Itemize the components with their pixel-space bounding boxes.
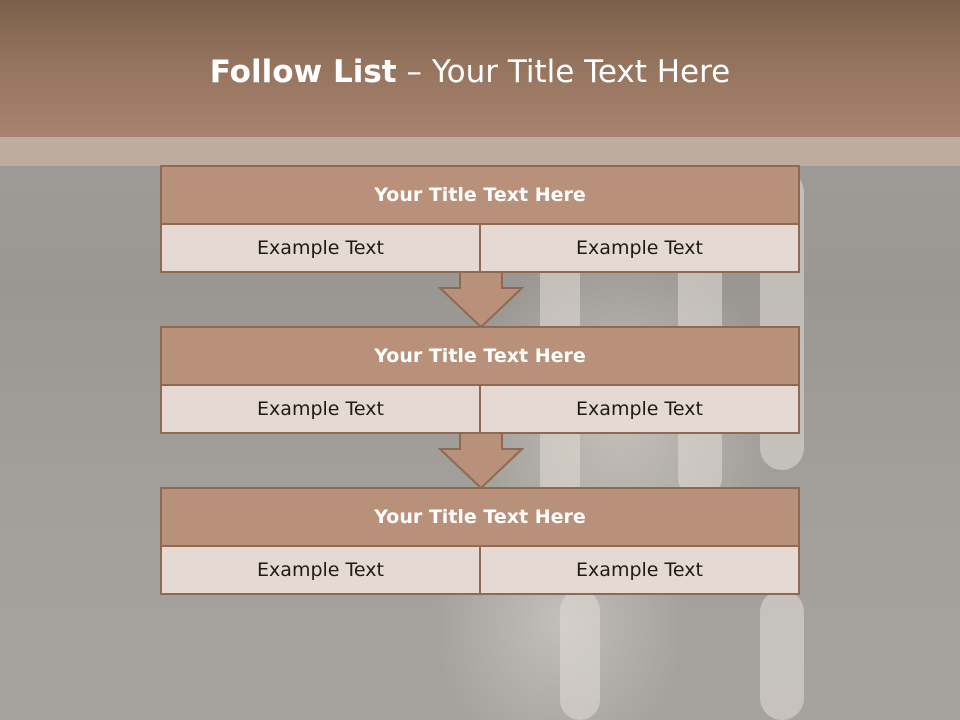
step-row: Example Text Example Text <box>162 547 798 593</box>
down-arrow-icon <box>438 271 524 329</box>
step-block: Your Title Text Here Example Text Exampl… <box>160 326 800 434</box>
step-title: Your Title Text Here <box>162 167 798 225</box>
step-cell-left: Example Text <box>257 398 384 420</box>
step-cell-left: Example Text <box>257 237 384 259</box>
slide-title-rest: – Your Title Text Here <box>396 54 731 90</box>
step-cell-right: Example Text <box>479 547 798 593</box>
step-cell-left: Example Text <box>257 559 384 581</box>
step-block: Your Title Text Here Example Text Exampl… <box>160 165 800 273</box>
background-streak <box>760 590 804 720</box>
step-block: Your Title Text Here Example Text Exampl… <box>160 487 800 595</box>
slide-header: Follow List – Your Title Text Here <box>0 0 960 137</box>
step-cell-right: Example Text <box>479 386 798 432</box>
step-title: Your Title Text Here <box>162 328 798 386</box>
step-cell-right: Example Text <box>479 225 798 271</box>
slide-title: Follow List – Your Title Text Here <box>0 54 940 90</box>
background-band <box>0 136 960 166</box>
slide-title-bold: Follow List <box>209 54 397 90</box>
step-row: Example Text Example Text <box>162 225 798 271</box>
down-arrow-icon <box>438 432 524 490</box>
step-title: Your Title Text Here <box>162 489 798 547</box>
step-row: Example Text Example Text <box>162 386 798 432</box>
background-streak <box>560 590 600 720</box>
